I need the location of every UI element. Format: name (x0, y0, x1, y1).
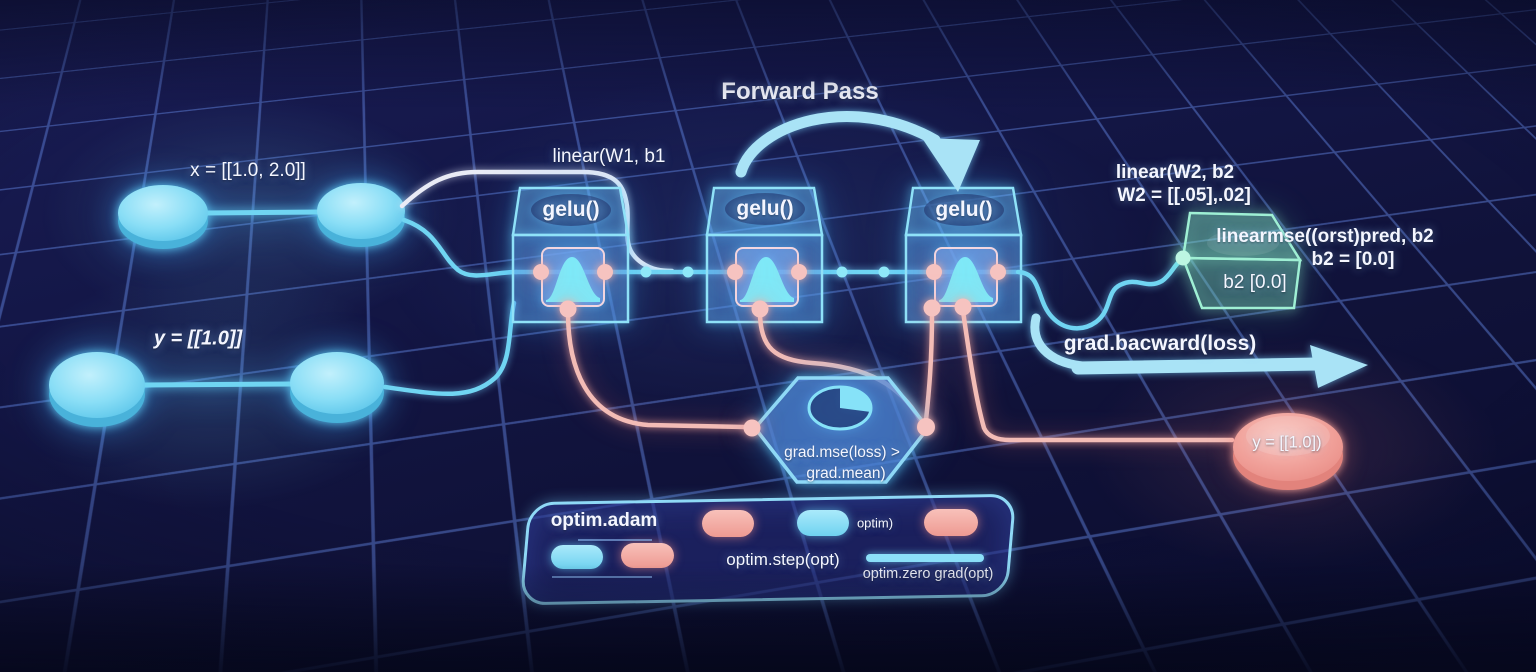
loss-label-line2: b2 = [0.0] (1311, 249, 1395, 270)
panel-divider-line (552, 576, 652, 578)
panel-divider-line (578, 539, 652, 541)
forward-pass-arrow (735, 111, 980, 192)
hexagon-left-dot (743, 419, 761, 437)
linear2-label-line2: W2 = [[.05],.02] (1117, 185, 1251, 206)
curved-arrow-icon (735, 111, 941, 178)
optimizer-pink-pill-3 (621, 543, 674, 568)
hexagon-label-line1: grad.mse(loss) > (784, 444, 900, 461)
bias-wire (1015, 256, 1186, 331)
optimizer-opt-label: optim) (856, 515, 894, 531)
optimizer-pink-pill-2 (924, 509, 978, 536)
optimizer-title: optim.adam (550, 510, 658, 531)
hexagon-label-line2: grad.mean) (806, 465, 886, 482)
forward-pass-label: Forward Pass (721, 78, 879, 105)
hexagon-right-dot (917, 418, 935, 436)
linear1-label: linear(W1, b1 (552, 146, 666, 167)
target-node-label: y = [[1.0]) (1252, 433, 1322, 452)
bias-cube-label: b2 [0.0] (1223, 272, 1287, 293)
backward-label: grad.bacward(loss) (1063, 332, 1257, 355)
optimizer-zero-grad-label: optim.zero grad(opt) (862, 566, 994, 582)
gelu-label-1: gelu() (542, 198, 600, 221)
gelu-label-2: gelu() (736, 197, 794, 220)
loss-label-line1: linearmse((orst)pred, b2 (1216, 226, 1434, 247)
optimizer-blue-pill-1 (797, 510, 849, 536)
y-input-nodes (49, 352, 384, 427)
x-input-nodes (118, 183, 405, 249)
y-input-label: y = [[1.0]] (153, 327, 243, 350)
optimizer-pink-pill-1 (702, 510, 754, 537)
linear2-label-line1: linear(W2, b2 (1115, 162, 1235, 183)
zero-grad-bar (866, 554, 984, 562)
optimizer-step-label: optim.step(opt) (726, 550, 840, 569)
x-input-label: x = [[1.0, 2.0]] (190, 160, 306, 181)
gelu-label-3: gelu() (935, 198, 993, 221)
optimizer-blue-pill-2 (551, 545, 603, 569)
